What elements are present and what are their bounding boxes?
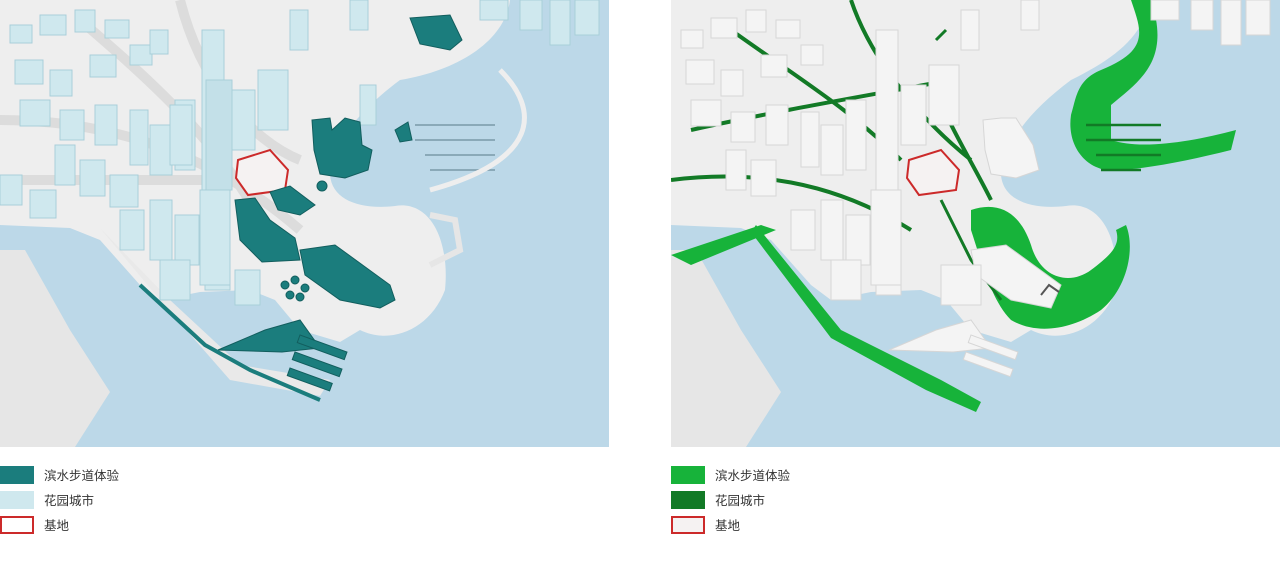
legend-swatch — [0, 490, 34, 509]
legend-swatch — [671, 515, 705, 534]
legend-swatch — [0, 465, 34, 484]
garden-city-links — [934, 28, 1003, 301]
legend-item-site: 基地 — [671, 512, 971, 537]
left-map-panel — [0, 0, 609, 447]
waterfront-elements — [217, 14, 463, 392]
legend-item-site: 基地 — [0, 512, 300, 537]
waterfront-promenade — [138, 283, 321, 402]
legend-swatch — [671, 465, 705, 484]
legend-item-waterfront: 滨水步道体验 — [671, 462, 971, 487]
waterfront-band-north — [1070, 0, 1236, 171]
legend-label: 花园城市 — [44, 493, 95, 508]
site-outline — [905, 148, 961, 197]
legend-label: 滨水步道体验 — [715, 468, 791, 483]
jetty — [428, 212, 464, 268]
legend-label: 花园城市 — [715, 493, 766, 508]
pier-left — [671, 250, 781, 447]
left-map-svg — [0, 0, 609, 447]
pier-left — [0, 250, 110, 447]
legend-swatch — [671, 490, 705, 509]
garden-city-network — [671, 0, 993, 232]
left-legend: 滨水步道体验 花园城市 基地 — [0, 462, 300, 537]
right-legend: 滨水步道体验 花园城市 基地 — [671, 462, 971, 537]
waterfront-band-south — [671, 225, 981, 412]
legend-label: 基地 — [715, 518, 741, 533]
marina-docks — [1086, 123, 1161, 172]
legend-label: 滨水步道体验 — [44, 468, 120, 483]
tall-towers — [169, 29, 233, 286]
legend-item-garden-city: 花园城市 — [0, 487, 300, 512]
city-buildings — [680, 0, 1271, 378]
right-map-panel — [671, 0, 1280, 447]
legend-label: 基地 — [44, 518, 70, 533]
right-map-svg — [671, 0, 1280, 447]
legend-swatch — [0, 515, 34, 534]
lighthouse — [1040, 283, 1060, 296]
legend-item-waterfront: 滨水步道体验 — [0, 462, 300, 487]
breakwater — [429, 68, 527, 193]
legend-item-garden-city: 花园城市 — [671, 487, 971, 512]
garden-city-buildings — [0, 0, 600, 306]
